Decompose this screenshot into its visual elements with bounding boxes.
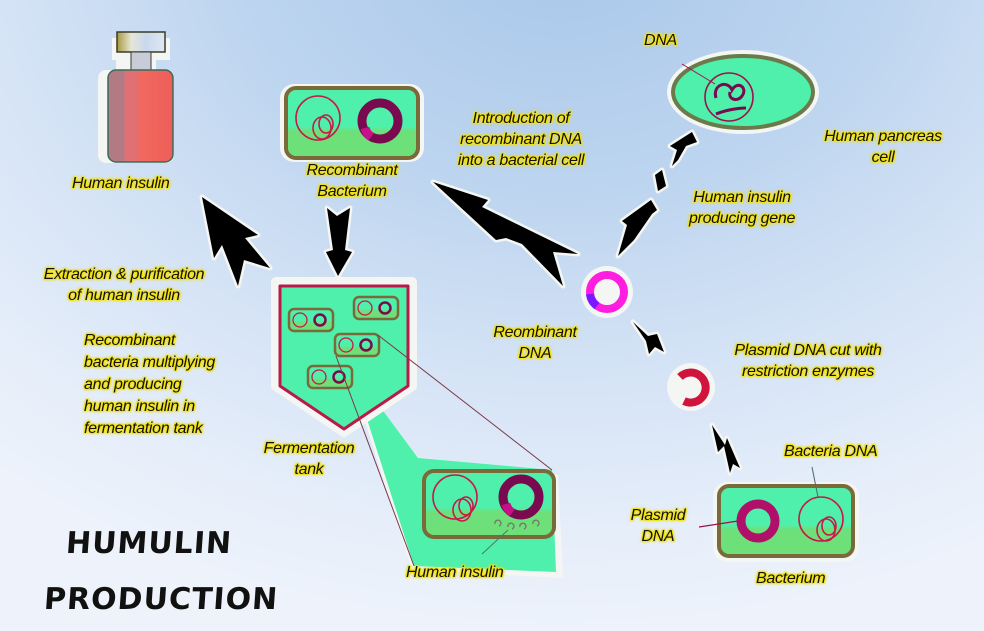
label-human-insulin-vial: Human insulin xyxy=(72,175,170,192)
arrow-pancreas-2 xyxy=(652,167,669,194)
label-plasmid-dna: Plasmid DNA xyxy=(630,507,686,545)
arrow-cut-to-recombinant xyxy=(630,319,667,357)
title-line-2: PRODUCTION xyxy=(42,582,280,617)
label-bacterium: Bacterium xyxy=(756,570,826,587)
arrow-gene xyxy=(615,197,660,259)
label-bacteria-dna: Bacteria DNA xyxy=(784,443,878,460)
label-dna: DNA xyxy=(644,32,677,49)
arrow-bacterium-to-cut xyxy=(709,422,743,476)
arrow-introduction xyxy=(430,179,581,289)
bacterium-icon xyxy=(698,466,859,562)
label-human-insulin-tank: Human insulin xyxy=(406,564,504,581)
label-pancreas-cell: Human pancreas cell xyxy=(824,128,942,166)
label-multiplying: Recombinant bacteria multiplying and pro… xyxy=(84,332,215,437)
title-line-1: HUMULIN xyxy=(64,526,234,561)
label-fermentation-tank: Fermentation tank xyxy=(263,440,355,478)
cut-plasmid-icon xyxy=(667,363,715,411)
label-introduction: Introduction of recombinant DNA into a b… xyxy=(457,110,585,169)
insulin-molecules xyxy=(494,519,540,530)
arrow-extraction xyxy=(199,194,273,289)
label-recombinant-bacterium: Recombinant Bacterium xyxy=(306,162,398,200)
insulin-vial-icon xyxy=(98,31,174,163)
fermentation-tank-icon xyxy=(271,277,563,578)
label-extraction: Extraction & purification of human insul… xyxy=(43,266,205,304)
arrow-pancreas-1 xyxy=(667,129,700,169)
arrow-icon xyxy=(199,129,743,476)
recombinant-bacterium-icon xyxy=(280,84,424,162)
pancreas-cell-icon xyxy=(667,50,819,134)
label-insulin-gene: Human insulin producing gene xyxy=(688,189,796,227)
recombinant-plasmid-icon xyxy=(581,266,633,318)
arrow-to-tank xyxy=(323,205,355,279)
label-plasmid-cut: Plasmid DNA cut with restriction enzymes xyxy=(734,342,882,380)
label-recombinant-dna: Reombinant DNA xyxy=(493,324,577,362)
